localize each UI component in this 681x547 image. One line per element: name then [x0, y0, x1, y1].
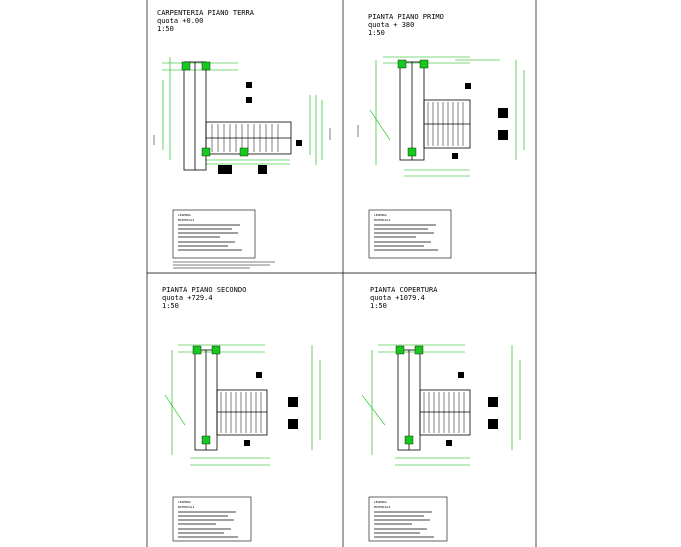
dimension-lines [369, 56, 525, 177]
panel-title: PIANTA PIANO PRIMO [368, 13, 444, 21]
column-markers [181, 61, 249, 157]
dimension-lines [162, 57, 323, 165]
legend-box: LEGENDA MATERIALI [368, 209, 452, 259]
dimension-lines [164, 344, 321, 466]
panel-scale: 1:50 [370, 302, 387, 310]
walls [399, 61, 471, 161]
legend-subheading: MATERIALI [178, 505, 194, 509]
legend-subheading: MATERIALI [374, 505, 390, 509]
walls [194, 349, 268, 451]
legend-lines [374, 224, 438, 251]
panel-scale: 1:50 [162, 302, 179, 310]
column-markers [397, 59, 429, 157]
section-markers [452, 83, 508, 159]
panel-grid [146, 0, 537, 547]
panel-piano-terra: CARPENTERIA PIANO TERRA quota +0.00 1:50 [153, 9, 331, 269]
floor-plan [357, 56, 525, 177]
section-markers [218, 82, 302, 174]
stair-treads [423, 392, 465, 433]
panel-piano-secondo: PIANTA PIANO SECONDO quota +729.4 1:50 [162, 286, 321, 542]
legend-heading: LEGENDA [178, 213, 191, 217]
legend-heading: LEGENDA [374, 500, 387, 504]
section-markers [446, 372, 498, 446]
panel-level: quota + 380 [368, 21, 414, 29]
floor-plan [164, 344, 321, 466]
panel-level: quota +1079.4 [370, 294, 425, 302]
legend-box: LEGENDA MATERIALI [368, 496, 448, 542]
walls [183, 61, 292, 171]
panel-title: PIANTA COPERTURA [370, 286, 438, 294]
legend-heading: LEGENDA [178, 500, 191, 504]
legend-heading: LEGENDA [374, 213, 387, 217]
notes-lines [173, 261, 275, 269]
floor-plan [153, 57, 331, 174]
legend-lines [374, 511, 434, 538]
column-markers [192, 345, 221, 445]
floor-plan [361, 344, 521, 466]
legend-subheading: MATERIALI [374, 218, 390, 222]
legend-lines [178, 224, 242, 251]
panel-level: quota +729.4 [162, 294, 213, 302]
legend-box: LEGENDA MATERIALI [172, 496, 252, 542]
panel-scale: 1:50 [157, 25, 174, 33]
panel-level: quota +0.00 [157, 17, 203, 25]
section-markers [244, 372, 298, 446]
panel-scale: 1:50 [368, 29, 385, 37]
stair-treads [220, 392, 262, 433]
dimension-lines [361, 344, 521, 466]
panel-piano-copertura: PIANTA COPERTURA quota +1079.4 1:50 [361, 286, 521, 542]
legend-lines [178, 511, 238, 538]
legend-box: LEGENDA MATERIALI [172, 209, 256, 259]
stair-treads [427, 102, 464, 146]
panel-piano-primo: PIANTA PIANO PRIMO quota + 380 1:50 [357, 13, 525, 259]
panel-title: PIANTA PIANO SECONDO [162, 286, 246, 294]
column-markers [395, 345, 424, 445]
stair-treads [211, 124, 279, 152]
axis-arrows [153, 128, 331, 145]
legend-subheading: MATERIALI [178, 218, 194, 222]
panel-title: CARPENTERIA PIANO TERRA [157, 9, 255, 17]
walls [397, 349, 471, 451]
